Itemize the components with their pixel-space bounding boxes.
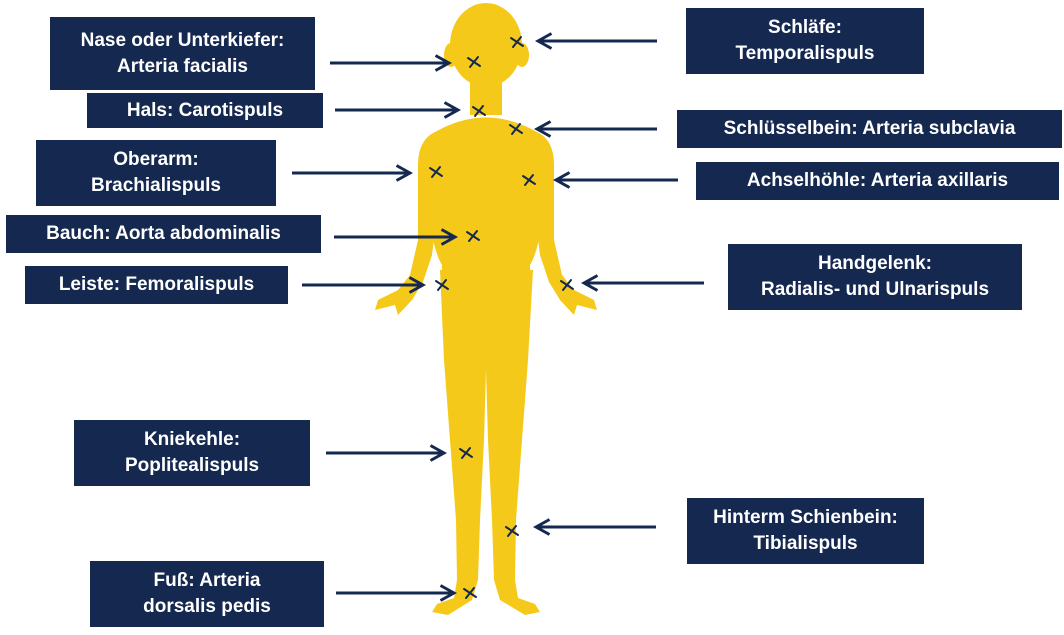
label-oberarm-line2: Brachialispuls (91, 173, 221, 199)
label-nase-line2: Arteria facialis (117, 54, 248, 80)
label-fuss: Fuß: Arteria dorsalis pedis (90, 561, 324, 627)
label-fuss-line1: Fuß: Arteria (154, 568, 261, 594)
label-leiste-line1: Leiste: Femoralispuls (59, 272, 254, 298)
label-schluessel: Schlüsselbein: Arteria subclavia (677, 110, 1062, 148)
label-achsel-line1: Achselhöhle: Arteria axillaris (747, 168, 1008, 194)
label-handgelenk-line2: Radialis- und Ulnarispuls (761, 277, 989, 303)
label-oberarm: Oberarm: Brachialispuls (36, 140, 276, 206)
label-handgelenk-line1: Handgelenk: (818, 251, 932, 277)
label-handgelenk: Handgelenk: Radialis- und Ulnarispuls (728, 244, 1022, 310)
label-schlaefe-line2: Temporalispuls (735, 41, 874, 67)
label-schienbein-line1: Hinterm Schienbein: (713, 505, 898, 531)
label-schienbein-line2: Tibialispuls (753, 531, 857, 557)
label-nase-line1: Nase oder Unterkiefer: (81, 28, 285, 54)
label-kniekehle-line2: Poplitealispuls (125, 453, 259, 479)
label-schlaefe-line1: Schläfe: (768, 15, 842, 41)
label-nase: Nase oder Unterkiefer: Arteria facialis (50, 17, 315, 90)
label-kniekehle: Kniekehle: Poplitealispuls (74, 420, 310, 486)
label-bauch-line1: Bauch: Aorta abdominalis (46, 221, 281, 247)
label-leiste: Leiste: Femoralispuls (25, 266, 288, 304)
label-achsel: Achselhöhle: Arteria axillaris (696, 162, 1059, 200)
label-kniekehle-line1: Kniekehle: (144, 427, 240, 453)
label-bauch: Bauch: Aorta abdominalis (6, 215, 321, 253)
label-oberarm-line1: Oberarm: (113, 147, 199, 173)
label-schluessel-line1: Schlüsselbein: Arteria subclavia (724, 116, 1016, 142)
label-hals: Hals: Carotispuls (87, 93, 323, 128)
label-schlaefe: Schläfe: Temporalispuls (686, 8, 924, 74)
label-schienbein: Hinterm Schienbein: Tibialispuls (687, 498, 924, 564)
label-fuss-line2: dorsalis pedis (143, 594, 271, 620)
label-hals-line1: Hals: Carotispuls (127, 98, 283, 124)
human-body-silhouette (375, 3, 597, 615)
